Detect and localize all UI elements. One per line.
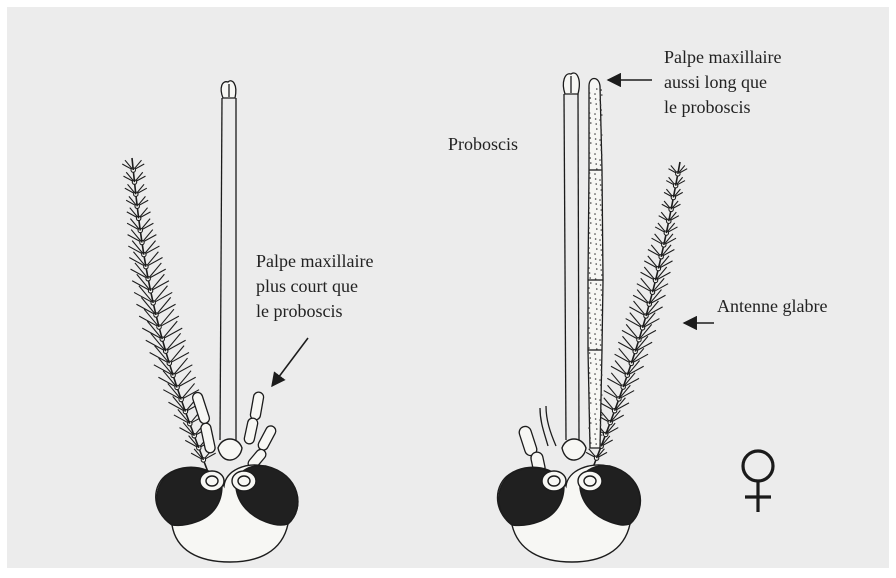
antenna-label: Antenne glabre	[717, 294, 827, 319]
left-short-palp-right	[243, 391, 277, 470]
left-short-palp-left	[191, 391, 216, 453]
left-palp-label: Palpe maxillaire plus court que le probo…	[256, 249, 373, 324]
female-symbol-icon	[743, 451, 773, 512]
right-long-palp	[588, 79, 603, 449]
right-proboscis	[563, 73, 579, 440]
proboscis-label: Proboscis	[448, 132, 518, 157]
left-palp-pointer-arrow	[272, 338, 308, 386]
left-head-capsule	[156, 439, 298, 562]
right-palp-label: Palpe maxillaire aussi long que le probo…	[664, 45, 781, 120]
right-small-appendage	[518, 406, 556, 475]
right-head-capsule	[498, 439, 641, 562]
left-proboscis	[220, 81, 236, 440]
right-mosquito-head	[498, 73, 715, 562]
